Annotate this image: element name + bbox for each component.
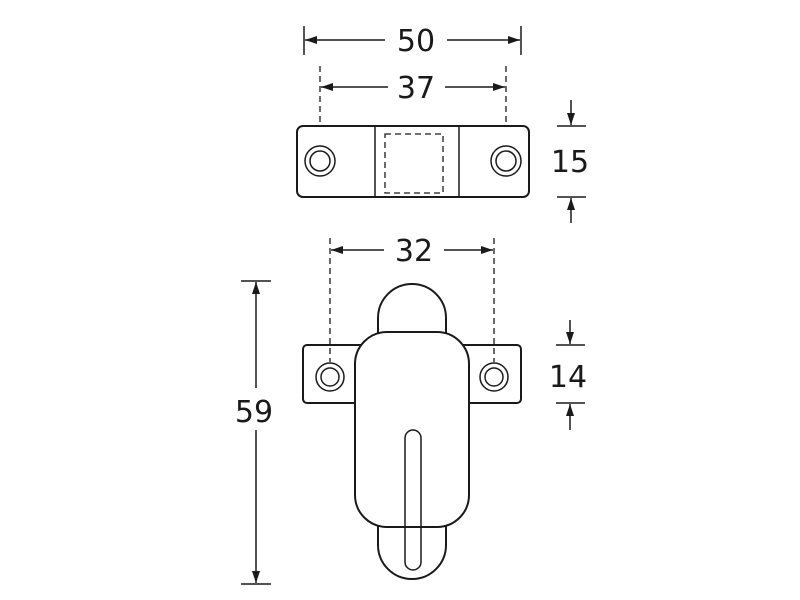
top-plate-hidden-recess [384,133,444,194]
dimension-overall-height: 59 [235,280,273,585]
dimension-overall-width: 50 [303,24,522,59]
dimension-label-37: 37 [397,71,435,106]
dimension-top-height: 15 [551,100,589,223]
latch-slot [404,429,422,571]
dimension-bottom-hole-spacing: 32 [329,234,495,362]
bottom-right-screw-hole [479,362,509,392]
dimension-label-50: 50 [397,24,435,59]
bottom-view-latch [302,283,522,580]
dimension-top-hole-spacing: 37 [319,66,507,122]
top-left-screw-hole [304,145,336,177]
dimension-label-14: 14 [549,360,587,395]
top-plate-body [296,125,530,198]
dimension-label-59: 59 [235,395,273,430]
top-view-strike-plate [296,125,530,198]
bottom-left-screw-hole [315,362,345,392]
top-right-screw-hole [490,145,522,177]
dimension-bottom-plate-height: 14 [549,320,587,430]
top-plate-center-block [374,125,460,198]
dimension-label-15: 15 [551,145,589,180]
latch-top-bolt-cap [377,283,447,341]
dimension-label-32: 32 [395,234,433,269]
